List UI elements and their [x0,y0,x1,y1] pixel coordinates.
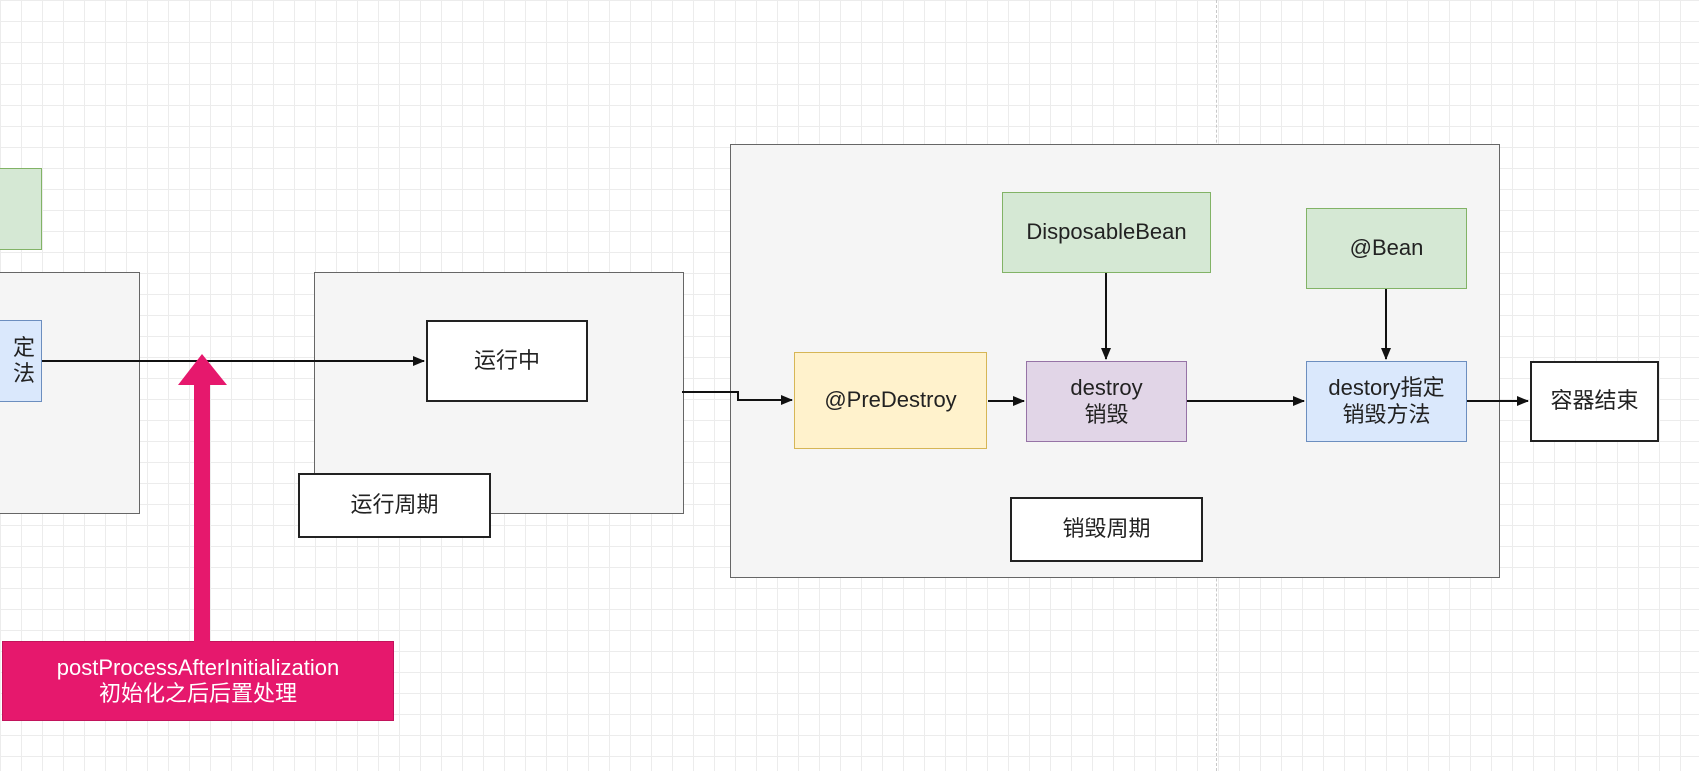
destroy-node[interactable]: destroy 销毁 [1026,361,1187,442]
destory-method-node[interactable]: destory指定 销毁方法 [1306,361,1467,442]
running-node[interactable]: 运行中 [426,320,588,402]
bean-annotation-node[interactable]: @Bean [1306,208,1467,289]
partial-blue-node[interactable]: 定 法 [0,320,42,402]
highlight-up-arrow [178,354,227,642]
post-process-callout[interactable]: postProcessAfterInitialization 初始化之后后置处理 [2,641,394,721]
running-period-label[interactable]: 运行周期 [298,473,491,538]
predestroy-node[interactable]: @PreDestroy [794,352,987,449]
edge-running-to-predestroy [682,391,793,405]
container-end-node[interactable]: 容器结束 [1530,361,1659,442]
partial-green-node[interactable] [0,168,42,250]
disposable-bean-node[interactable]: DisposableBean [1002,192,1211,273]
destroy-period-label[interactable]: 销毁周期 [1010,497,1203,562]
